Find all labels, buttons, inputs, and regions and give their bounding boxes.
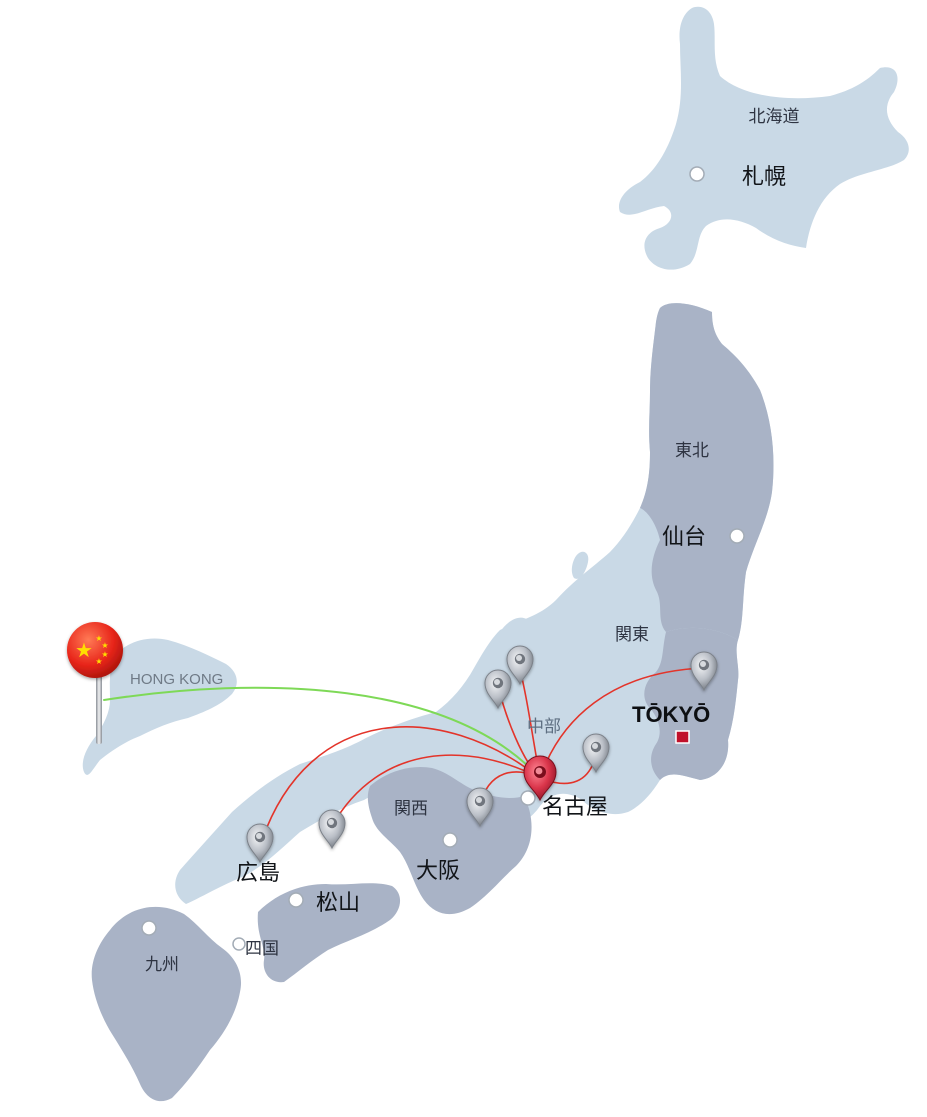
region-label-chubu: 中部 (527, 717, 561, 737)
city-label-sapporo[interactable]: 札幌 (742, 165, 786, 190)
city-label-sendai[interactable]: 仙台 (662, 525, 706, 550)
origin-pin[interactable] (523, 755, 557, 802)
hong-kong-label[interactable]: HONG KONG (130, 671, 223, 688)
flag-big-star: ★ (75, 638, 93, 662)
kyushu-region (91, 906, 242, 1102)
noto-peninsula (498, 617, 529, 648)
region-label-kansai: 関西 (394, 799, 428, 819)
region-label-tohoku: 東北 (675, 441, 709, 461)
flag-small-star: ★ (101, 641, 108, 650)
flag-small-star: ★ (101, 650, 108, 659)
labels: 北海道 東北 関東 中部 関西 四国 九州 札幌 仙台 TŌKYŌ 名古屋 大阪… (130, 107, 800, 975)
china-flag-pin-icon[interactable]: ★ ★ ★ ★ ★ (67, 622, 123, 744)
city-label-nagoya[interactable]: 名古屋 (542, 795, 608, 820)
city-dot-icon[interactable] (288, 892, 304, 908)
city-label-tokyo[interactable]: TŌKYŌ (632, 702, 710, 727)
city-dot-icon[interactable] (520, 790, 536, 806)
city-dots (141, 166, 745, 951)
city-label-hiroshima[interactable]: 広島 (236, 861, 280, 886)
city-label-osaka[interactable]: 大阪 (416, 859, 460, 884)
sado-island (571, 551, 589, 579)
map-pin-icon[interactable] (318, 809, 346, 849)
city-label-matsuyama[interactable]: 松山 (316, 891, 360, 916)
route-hiroshima (261, 726, 541, 841)
flag-small-star: ★ (95, 657, 102, 666)
shikoku-region (257, 883, 401, 983)
route-tokyo (539, 667, 705, 779)
region-label-kyushu: 九州 (145, 955, 179, 975)
flag-pole (96, 666, 102, 744)
tohoku-region (640, 303, 774, 640)
city-dot-icon[interactable] (442, 832, 458, 848)
city-dot-icon[interactable] (141, 920, 157, 936)
capital-square-icon[interactable] (675, 730, 690, 744)
region-label-shikoku: 四国 (245, 939, 279, 959)
hong-kong-coast (82, 638, 237, 775)
flag-small-star: ★ (95, 634, 102, 643)
city-dot-icon[interactable] (232, 937, 246, 951)
region-label-kanto: 関東 (615, 625, 649, 645)
region-label-hokkaido: 北海道 (749, 107, 800, 127)
city-dot-icon[interactable] (689, 166, 705, 182)
honshu-region (175, 303, 774, 905)
hokkaido-region (618, 6, 909, 270)
flag-ball (67, 622, 123, 678)
city-dot-icon[interactable] (729, 528, 745, 544)
pin-hole-highlight (535, 767, 543, 775)
route-hongkong (103, 686, 541, 779)
route-matsuyama-area (331, 754, 541, 827)
